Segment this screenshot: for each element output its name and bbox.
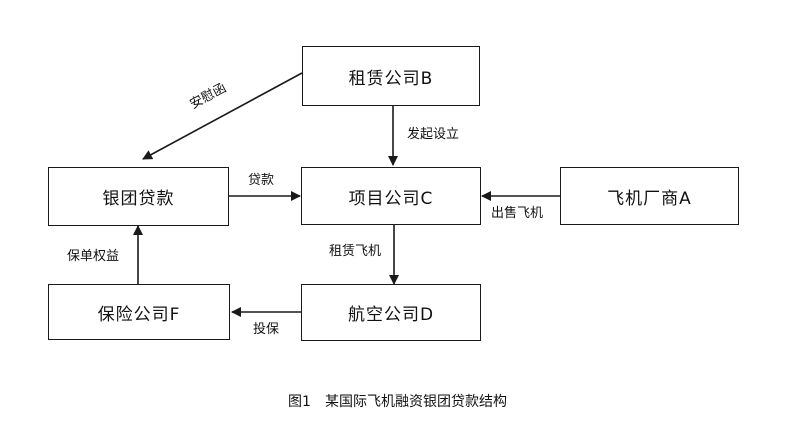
edge-label-lease-aircraft: 租赁飞机 xyxy=(329,244,382,259)
node-bank-loan: 银团贷款 xyxy=(48,167,229,226)
node-project-c: 项目公司C xyxy=(301,167,481,225)
figure-caption: 图1 某国际飞机融资银团贷款结构 xyxy=(288,394,507,410)
node-insurer-f-label: 保险公司F xyxy=(97,304,181,325)
node-bank-loan-label: 银团贷款 xyxy=(102,189,175,209)
node-manufacturer-a: 飞机厂商A xyxy=(560,167,739,225)
node-lessor-b: 租赁公司B xyxy=(302,46,480,106)
node-insurer-f: 保险公司F xyxy=(48,284,230,340)
edge-label-loan: 贷款 xyxy=(248,173,275,188)
arrow-comfort-letter xyxy=(142,72,303,160)
edge-label-insure: 投保 xyxy=(253,322,280,337)
edge-label-sell-aircraft: 出售飞机 xyxy=(491,206,544,221)
node-project-c-label: 项目公司C xyxy=(348,188,434,209)
node-airline-d-label: 航空公司D xyxy=(347,305,435,325)
node-manufacturer-a-label: 飞机厂商A xyxy=(607,188,692,209)
node-airline-d: 航空公司D xyxy=(301,284,481,341)
node-lessor-b-label: 租赁公司B xyxy=(348,68,434,89)
edge-label-initiate-setup: 发起设立 xyxy=(407,127,460,142)
edge-label-insurance-rights: 保单权益 xyxy=(67,249,120,264)
